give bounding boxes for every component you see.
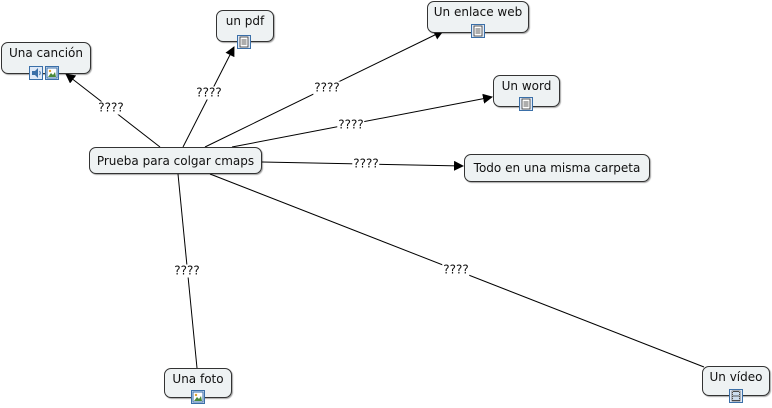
node-icons-foto — [191, 390, 205, 404]
link-label-video[interactable]: ???? — [442, 262, 470, 277]
image-icon[interactable] — [45, 66, 59, 80]
node-label-pdf: un pdf — [225, 14, 265, 28]
node-label-center: Prueba para colgar cmaps — [96, 153, 255, 168]
link-label-pdf[interactable]: ???? — [195, 85, 223, 100]
link-label-web[interactable]: ???? — [313, 80, 341, 95]
link-label-word[interactable]: ???? — [337, 117, 365, 132]
node-label-word: Un word — [501, 79, 552, 93]
node-icons-cancion — [29, 66, 59, 80]
image-icon[interactable] — [191, 390, 205, 404]
node-label-video: Un vídeo — [709, 370, 763, 384]
link-label-carpeta[interactable]: ???? — [352, 156, 380, 171]
node-label-carpeta: Todo en una misma carpeta — [473, 161, 641, 175]
node-label-web: Un enlace web — [433, 5, 523, 19]
concept-node-center[interactable]: Prueba para colgar cmaps — [89, 147, 262, 174]
document-icon[interactable] — [519, 97, 533, 111]
node-icons-word — [519, 97, 533, 111]
node-icons-pdf — [237, 35, 251, 49]
node-icons-video — [729, 389, 743, 403]
node-label-foto: Una foto — [172, 372, 224, 386]
document-icon[interactable] — [237, 35, 251, 49]
node-label-cancion: Una canción — [9, 46, 83, 60]
sound-icon[interactable] — [29, 66, 43, 80]
document-icon[interactable] — [471, 24, 485, 38]
link-label-foto[interactable]: ???? — [173, 263, 201, 278]
concept-node-carpeta[interactable]: Todo en una misma carpeta — [464, 154, 650, 182]
link-label-cancion[interactable]: ???? — [97, 100, 125, 115]
video-icon[interactable] — [729, 389, 743, 403]
node-icons-web — [471, 24, 485, 38]
